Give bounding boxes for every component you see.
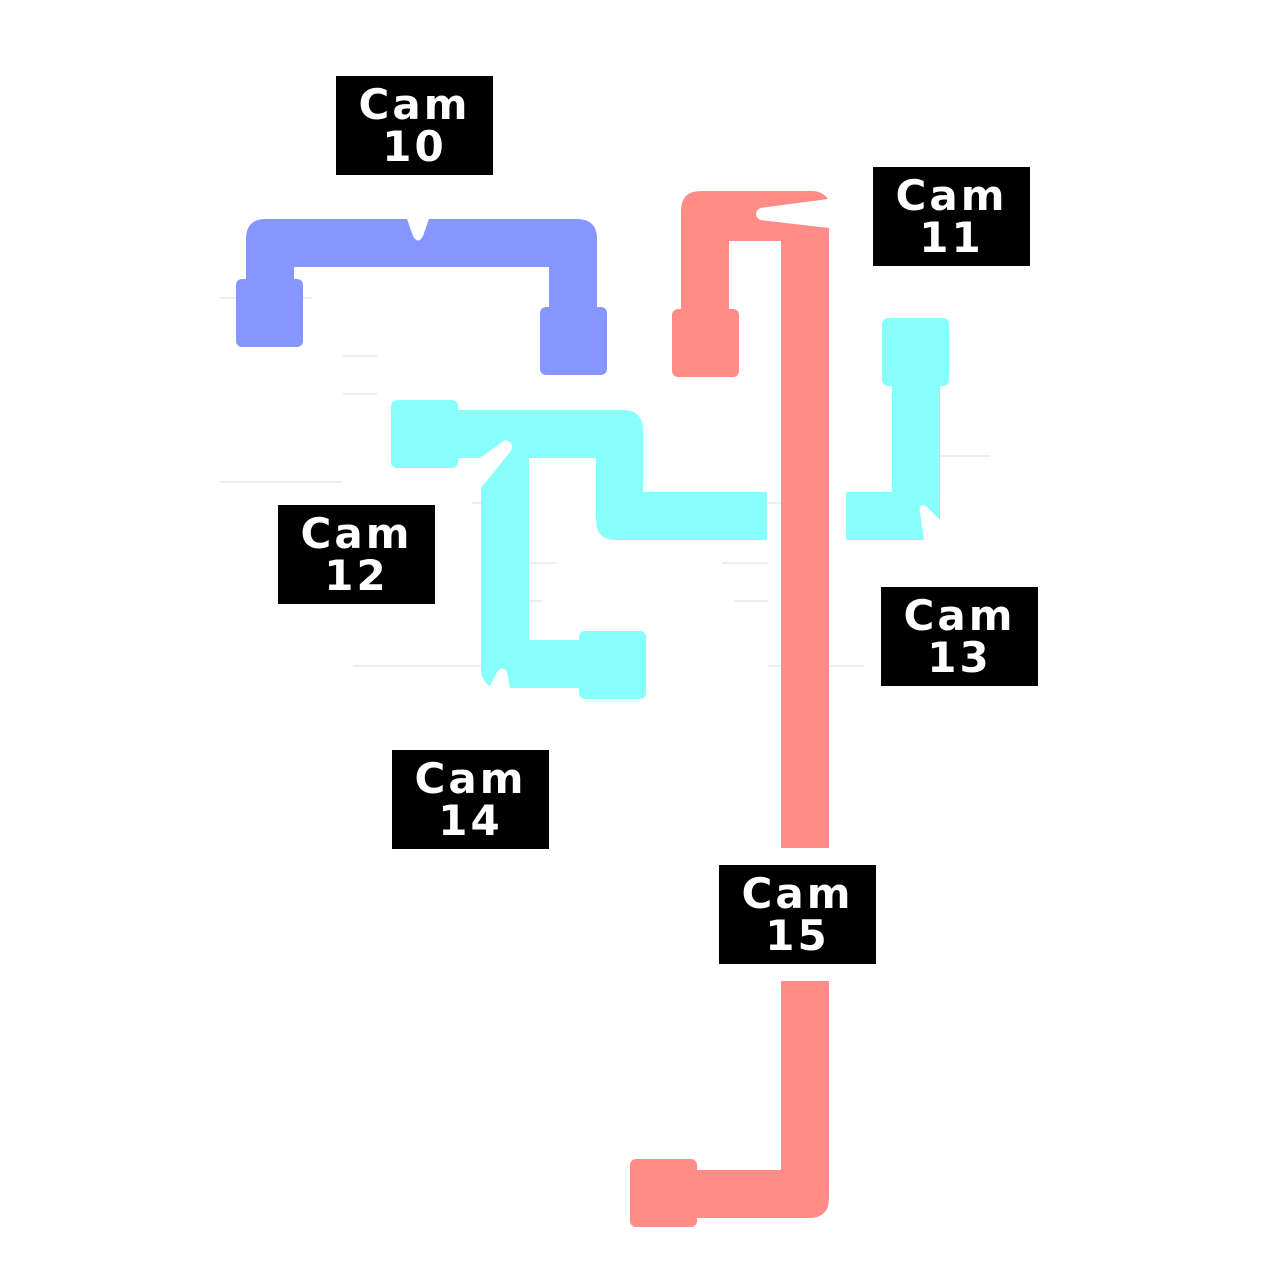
room-cyan-bottom <box>579 631 646 699</box>
hallway-cyan <box>391 318 949 699</box>
room-cyan-right <box>882 318 949 386</box>
cam-label-word: Cam <box>358 79 471 129</box>
cam-14-button[interactable]: Cam 14 <box>392 750 549 849</box>
cam-label-number: 15 <box>765 910 830 960</box>
cam-10-button[interactable]: Cam 10 <box>336 76 493 175</box>
cam-label-word: Cam <box>300 508 413 558</box>
cam-label-word: Cam <box>414 753 527 803</box>
cam-label-number: 13 <box>927 632 992 682</box>
cam-15-button[interactable]: Cam 15 <box>719 865 876 964</box>
room-red-top <box>672 309 739 377</box>
cam-12-button[interactable]: Cam 12 <box>278 505 435 604</box>
room-cyan-left <box>391 400 458 468</box>
room-blue-right <box>540 307 607 375</box>
cam-label-word: Cam <box>895 170 1008 220</box>
cam-label-number: 12 <box>324 550 389 600</box>
room-red-bottom <box>630 1159 697 1227</box>
hallway-red <box>630 191 829 1227</box>
cam-label-number: 14 <box>438 795 503 845</box>
cam-13-button[interactable]: Cam 13 <box>881 587 1038 686</box>
cam-label-number: 11 <box>919 212 984 262</box>
room-blue-left <box>236 279 303 347</box>
cam-label-word: Cam <box>741 868 854 918</box>
cam-label-number: 10 <box>382 121 447 171</box>
cam-11-button[interactable]: Cam 11 <box>873 167 1030 266</box>
hallway-blue <box>236 219 607 375</box>
cam-label-word: Cam <box>903 590 1016 640</box>
